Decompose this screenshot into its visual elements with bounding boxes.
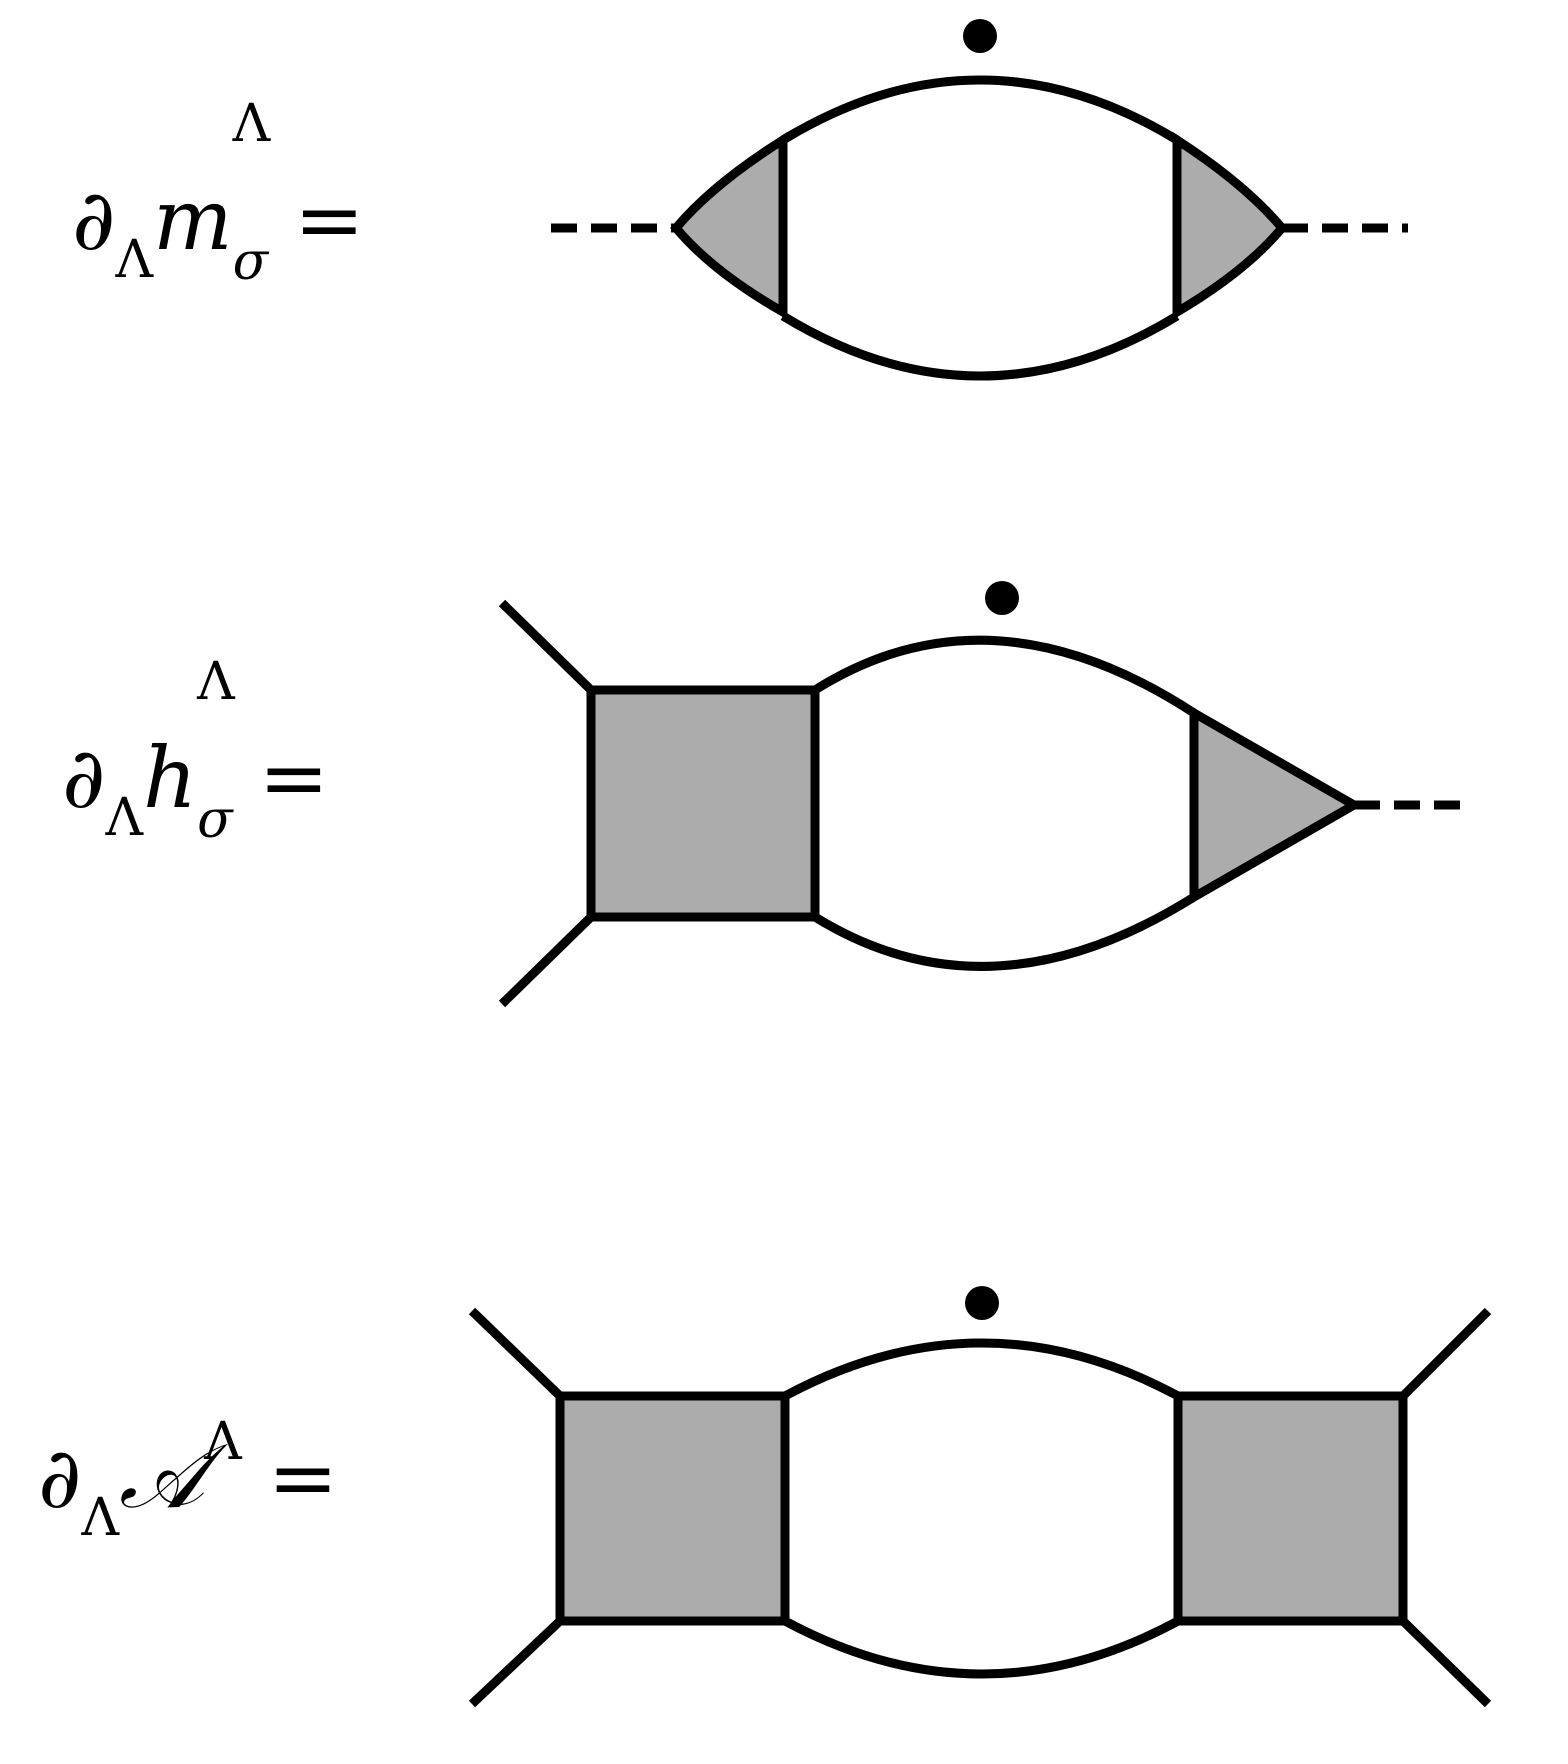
scale-derivative-dot — [965, 1286, 999, 1320]
field-superscript: Λ — [197, 652, 235, 712]
external-leg-upper-right — [1399, 1307, 1492, 1400]
external-leg-lower-left — [498, 913, 595, 1008]
equals-sign: = — [294, 171, 365, 269]
vertex-superscript: Λ — [204, 1412, 242, 1472]
equation-vertex-label: ∂Λ𝒜Λ= — [38, 1416, 338, 1544]
equals-sign: = — [258, 729, 329, 827]
four-point-vertex-box-right — [1173, 1391, 1408, 1626]
external-leg-upper-left — [468, 1307, 564, 1400]
external-leg-lower-left — [468, 1617, 564, 1708]
equals-sign: = — [267, 1429, 339, 1527]
mass-symbol: m — [153, 171, 233, 269]
field-flow-diagram — [498, 581, 1468, 1008]
propagator-upper — [812, 635, 1197, 717]
partial-subscript: Λ — [115, 230, 153, 290]
propagator-lower — [782, 1617, 1181, 1679]
propagator-upper — [780, 75, 1180, 144]
external-leg-upper-left — [498, 599, 595, 694]
field-symbol: h — [143, 729, 198, 827]
field-subscript: σ — [197, 790, 233, 850]
four-point-vertex-box-left — [555, 1391, 790, 1626]
external-leg-lower-right — [1399, 1617, 1492, 1708]
partial-symbol: ∂ — [38, 1429, 82, 1527]
vertex-triangle-right — [1172, 131, 1288, 320]
four-point-vertex-box — [586, 685, 820, 922]
vertex-flow-diagram — [468, 1286, 1492, 1708]
propagator-lower — [812, 893, 1197, 971]
partial-subscript: Λ — [105, 788, 143, 848]
vertex-symbol: 𝒜 — [119, 1424, 205, 1529]
mass-subscript: σ — [232, 232, 269, 292]
partial-subscript: Λ — [81, 1488, 119, 1548]
three-point-vertex-triangle — [1189, 705, 1364, 905]
mass-superscript: Λ — [232, 94, 271, 154]
mass-flow-diagram — [551, 19, 1408, 381]
partial-symbol: ∂ — [72, 171, 116, 269]
propagator-upper — [782, 1338, 1181, 1400]
propagator-lower — [780, 312, 1180, 381]
vertex-triangle-left — [670, 131, 788, 320]
scale-derivative-dot — [963, 19, 997, 53]
partial-symbol: ∂ — [62, 729, 106, 827]
scale-derivative-dot — [985, 581, 1019, 615]
